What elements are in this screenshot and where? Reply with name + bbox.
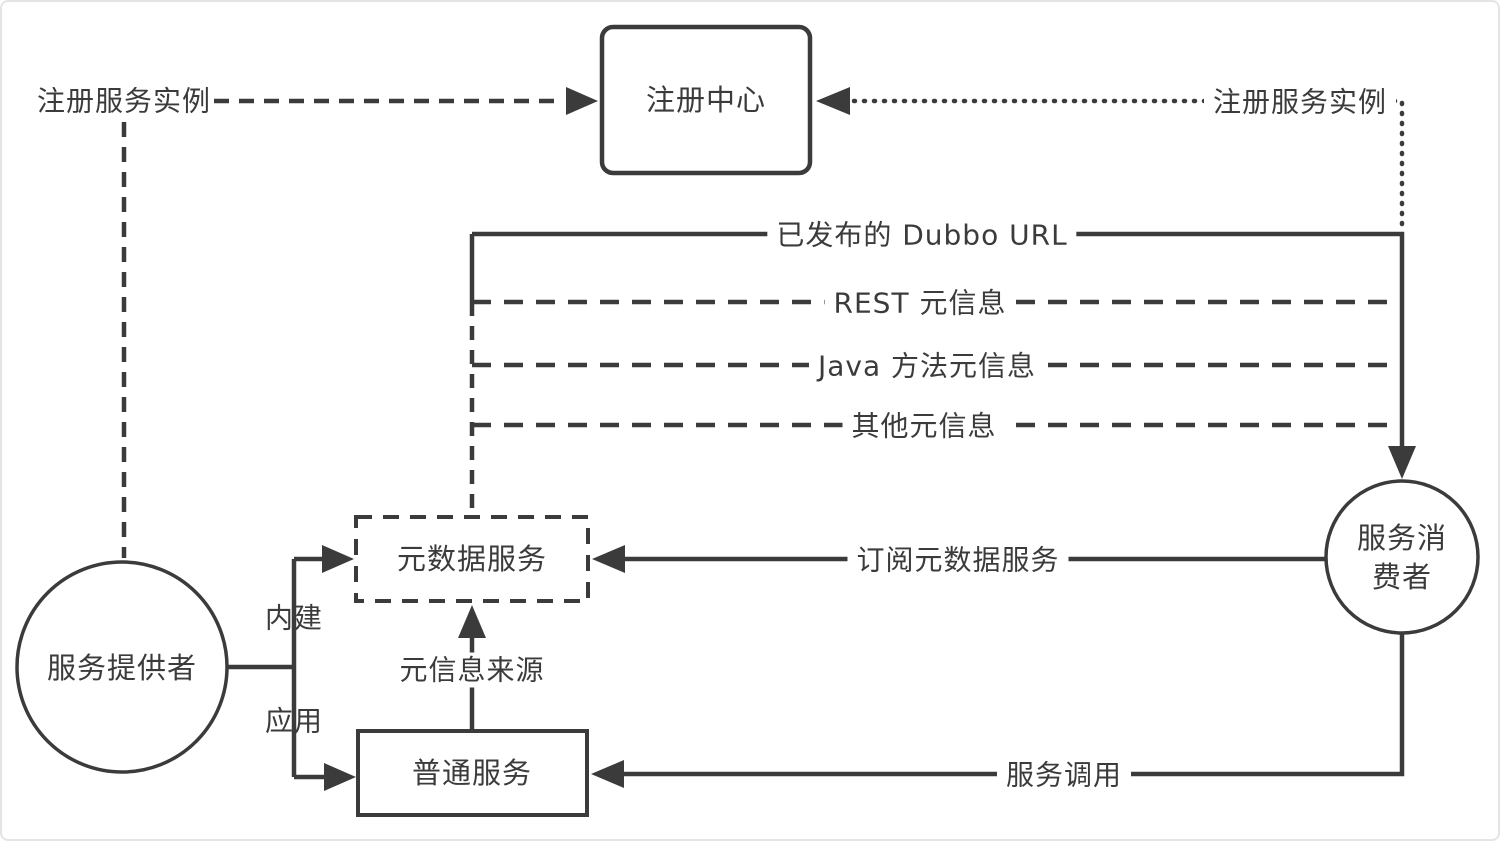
consumer-circle (1324, 479, 1480, 635)
edge-invoke-line (622, 633, 1405, 777)
arrowhead-into-registry-right (816, 87, 850, 115)
arrowhead-into-normal-left (324, 763, 356, 791)
consumer-label: 服务消 费者 (1356, 520, 1448, 594)
arrowhead-into-consumer-top (1388, 446, 1416, 479)
consumer-register-label: 注册服务实例 (1203, 84, 1397, 120)
subscribe-metadata-label: 订阅元数据服务 (847, 542, 1069, 578)
metadata-service-box (354, 515, 590, 603)
arrowhead-into-metadata-bottom (458, 605, 486, 638)
java-meta-label: Java 方法元信息 (808, 348, 1046, 384)
normal-service-box (356, 729, 589, 817)
normal-service-label: 普通服务 (411, 755, 533, 790)
edge-consumer-register-line (851, 98, 1405, 235)
other-meta-label: 其他元信息 (842, 408, 1006, 444)
metadata-service-label: 元数据服务 (396, 541, 548, 576)
arrowhead-into-metadata-right (592, 545, 625, 573)
service-invoke-label: 服务调用 (996, 757, 1132, 793)
application-label: 应用 (264, 704, 324, 738)
edge-provider-branches (227, 556, 326, 780)
provider-register-label: 注册服务实例 (36, 84, 212, 118)
arrowhead-into-metadata-left (322, 545, 354, 573)
arrowhead-into-normal-right (591, 760, 624, 788)
provider-label: 服务提供者 (46, 650, 198, 685)
registry-label: 注册中心 (645, 82, 767, 117)
dubbo-url-label: 已发布的 Dubbo URL (767, 217, 1077, 253)
provider-circle (15, 560, 229, 774)
registry-box (599, 24, 813, 176)
meta-source-label: 元信息来源 (390, 652, 554, 688)
arrowhead-into-registry-left (566, 87, 598, 115)
rest-meta-label: REST 元信息 (824, 285, 1016, 321)
builtin-label: 内建 (264, 601, 324, 635)
